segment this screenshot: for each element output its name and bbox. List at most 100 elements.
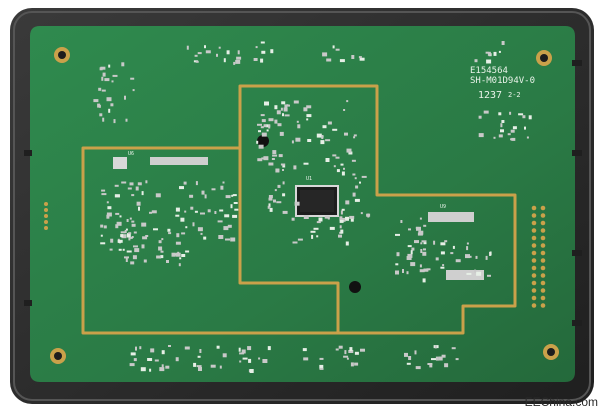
smd-pad [133, 245, 138, 248]
smd-pad [124, 230, 127, 233]
smd-pad [282, 169, 284, 171]
smd-pad [339, 59, 345, 63]
smd-pad [131, 223, 136, 227]
header-pin [44, 226, 48, 230]
smd-pad [222, 181, 225, 184]
smd-pad [407, 245, 412, 248]
smd-pad [420, 249, 423, 253]
smd-pad [224, 214, 230, 218]
header-pin [540, 228, 546, 233]
header-pin [540, 258, 546, 263]
smd-pad [293, 165, 297, 170]
smd-pad [166, 260, 169, 263]
smd-pad [255, 46, 258, 49]
smd-pad [126, 219, 129, 222]
smd-pad [303, 215, 309, 219]
smd-pad [351, 55, 355, 59]
header-pin [540, 265, 546, 271]
header-pin [540, 295, 546, 301]
smd-pad [455, 358, 459, 361]
smd-pad [352, 173, 356, 176]
smd-pad [132, 255, 137, 260]
smd-pad [360, 348, 365, 352]
smd-pad [175, 214, 180, 217]
smd-pad [268, 203, 271, 208]
header-pin [531, 288, 537, 293]
header-pin [531, 250, 537, 256]
smd-pad [344, 132, 348, 136]
smd-pad [204, 194, 207, 199]
smd-pad [345, 241, 349, 246]
smd-pad [128, 232, 132, 235]
smd-pad [110, 238, 114, 243]
smd-pad [358, 56, 362, 59]
header-pin [44, 214, 48, 218]
smd-pad [512, 126, 517, 130]
smd-pad [235, 59, 241, 64]
smd-pad [421, 240, 427, 243]
smd-pad [195, 60, 199, 63]
smd-pad [332, 45, 335, 49]
header-pin [44, 202, 48, 206]
smd-pad [335, 48, 340, 51]
smd-pad [466, 242, 469, 245]
smd-pad [354, 198, 360, 202]
header-pin [540, 250, 546, 256]
smd-pad [498, 112, 502, 116]
smd-pad [322, 125, 327, 129]
smd-pad [104, 78, 110, 82]
smd-pad [291, 217, 295, 221]
smd-pad [341, 208, 345, 211]
smd-pad [168, 345, 171, 347]
smd-pad [340, 229, 344, 234]
smd-pad [126, 233, 131, 238]
smd-pad [282, 193, 286, 197]
smd-pad [195, 181, 198, 186]
smd-pad [406, 271, 409, 275]
smd-pad [406, 362, 411, 365]
smd-pad [426, 268, 431, 271]
smd-pad [176, 233, 180, 238]
silk-cert-id: E154564 [470, 66, 508, 76]
smd-pad [326, 58, 332, 62]
smd-pad [189, 194, 194, 198]
smd-pad [282, 113, 284, 117]
smd-pad [402, 269, 404, 273]
smd-pad [444, 240, 448, 243]
smd-pad [133, 231, 137, 234]
smd-pad [319, 367, 324, 370]
header-pin [540, 288, 546, 293]
smd-pad [230, 237, 236, 242]
smd-pad [346, 148, 352, 153]
smd-pad [107, 206, 112, 210]
smd-pad [151, 210, 157, 214]
smd-pad [205, 50, 211, 54]
smd-pad [284, 104, 288, 108]
smd-pad [332, 128, 338, 131]
smd-pad [269, 207, 273, 212]
smd-pad [352, 192, 356, 197]
smd-pad [175, 252, 181, 257]
smd-pad [161, 350, 165, 355]
smd-pad [194, 210, 198, 213]
smd-pad [137, 182, 142, 186]
smd-pad [149, 211, 152, 214]
smd-pad [127, 187, 132, 190]
smd-pad [307, 139, 312, 142]
smd-pad [100, 224, 104, 228]
smd-pad [316, 235, 319, 238]
smd-pad [141, 222, 147, 227]
header-pin [44, 208, 48, 212]
smd-pad [406, 256, 412, 260]
smd-pad [178, 263, 181, 267]
smd-pad [129, 363, 135, 367]
smd-pad [253, 58, 258, 61]
smd-pad [150, 348, 155, 353]
smd-pad [147, 358, 153, 361]
smd-pad [414, 240, 419, 244]
smd-pad [200, 232, 203, 235]
smd-pad [511, 137, 516, 141]
smd-pad [114, 194, 120, 198]
smd-pad [260, 114, 265, 117]
